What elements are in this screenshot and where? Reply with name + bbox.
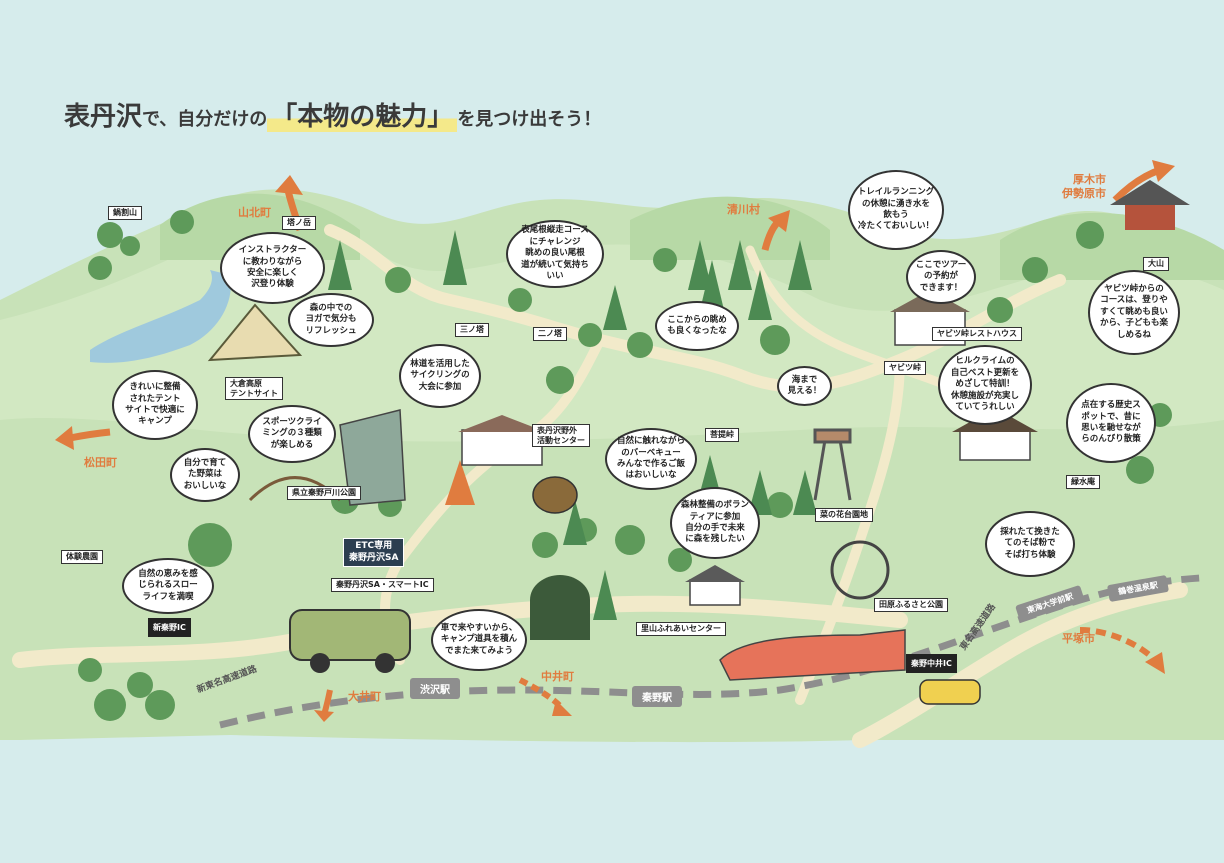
- town-oi: 大井町: [348, 690, 381, 703]
- title-highlight: 「本物の魅力」: [267, 102, 458, 132]
- bubble-hillclimb: ヒルクライムの 自己ベスト更新を めざして特訓！ 休憩施設が充実し ていてうれし…: [938, 345, 1032, 425]
- label-ookura-tentsite: 大倉高原 テントサイト: [225, 377, 283, 401]
- town-atsugi-isehara: 厚木市 伊勢原市: [1062, 173, 1106, 201]
- bubble-yabitsu-course: ヤビツ峠からの コースは、登りや すくて眺めも良い から、子どもも楽 しめるね: [1088, 270, 1180, 355]
- train-illustration: [719, 629, 906, 681]
- label-satoyama-center: 里山ふれあいセンター: [636, 622, 726, 636]
- railway: [219, 574, 1201, 729]
- bubble-climbing: インストラクター に教わりながら 安全に楽しく 沢登り体験: [220, 232, 325, 304]
- center-building: [458, 415, 546, 466]
- shrine: [1110, 180, 1190, 230]
- sign-shinhadano-ic: 新秦野IC: [148, 618, 191, 637]
- label-tahara-park: 田原ふるさと公園: [874, 598, 948, 612]
- label-oyama: 大山: [1143, 257, 1169, 271]
- bubble-ridge: 表尾根縦走コース にチャレンジ 眺めの良い尾根 道が続いて気持ち いい: [506, 220, 604, 288]
- label-tobeyama-park: 県立秦野戸川公園: [287, 486, 361, 500]
- title-part2: で、自分だけの: [142, 109, 268, 130]
- campfire-illustration: [445, 460, 475, 505]
- climbing-wall: [339, 409, 406, 506]
- tomei-road: [852, 582, 1188, 748]
- label-outdoor-center: 表丹沢野外 活動センター: [532, 424, 590, 448]
- bubble-tour: ここでツアー の予約が できます！: [906, 250, 976, 304]
- arrow-nakai-head: [552, 700, 572, 716]
- label-midorisuian: 緑水庵: [1066, 475, 1100, 489]
- arrow-kiyokawa-head: [768, 210, 790, 232]
- bubble-car: 車で来やすいから、 キャンプ道具を積ん でまた来てみよう: [431, 609, 527, 671]
- town-hiratsuka: 平塚市: [1062, 632, 1095, 645]
- bubble-cycling: 林道を活用した サイクリングの 大会に参加: [399, 344, 481, 408]
- sign-etc-bottom: 秦野丹沢SA: [349, 552, 399, 563]
- bubble-camp: きれいに整備 されたテント サイトで快適に キャンプ: [112, 370, 198, 440]
- tunnel-illustration: [530, 575, 590, 640]
- label-yabitsu-touge: ヤビツ峠: [884, 361, 926, 375]
- bubble-slowlife: 自然の恵みを感 じられるスロー ライフを満喫: [122, 558, 214, 614]
- bubble-soba: 採れたて挽きた てのそば粉で そば打ち体験: [985, 511, 1075, 577]
- label-sa-smart-ic: 秦野丹沢SA・スマートIC: [331, 578, 434, 592]
- label-bodai-touge: 菩提峠: [705, 428, 739, 442]
- town-nakai: 中井町: [541, 670, 574, 683]
- hill-2: [630, 196, 830, 260]
- town-kiyokawa: 清川村: [727, 203, 760, 216]
- town-matsuda: 松田町: [84, 456, 117, 469]
- arrow-atsugi-head: [1152, 160, 1175, 182]
- bubble-yoga: 森の中での ヨガで気分も リフレッシュ: [288, 293, 374, 347]
- label-tonodake: 塔ノ岳: [282, 216, 316, 230]
- arrow-hiratsuka: [1079, 627, 1158, 663]
- arrow-nakai: [518, 677, 565, 711]
- label-ninotou: 二ノ塔: [533, 327, 567, 341]
- water-wheel: [830, 540, 890, 600]
- label-nanohanadai: 菜の花台園地: [815, 508, 873, 522]
- label-sannotou: 三ノ塔: [455, 323, 489, 337]
- bubble-vegetables: 自分で育て た野菜は おいしいな: [170, 448, 240, 502]
- bubble-history: 点在する歴史ス ポットで、昔に 思いを馳せなが らのんびり散策: [1066, 383, 1156, 463]
- sign-etc-top: ETC専用: [355, 541, 393, 551]
- title-part4: を見つけ出そう！: [457, 109, 602, 130]
- label-nabewariyama: 鍋割山: [108, 206, 142, 220]
- small-car-illustration: [919, 679, 981, 705]
- bubble-volunteer: 森林整備のボラン ティアに参加 自分の手で未来 に森を残したい: [670, 487, 760, 559]
- trail-main: [324, 224, 1066, 393]
- page-title: 表丹沢で、自分だけの「本物の魅力」を見つけ出そう！: [64, 96, 601, 133]
- label-taiken-nouen: 体験農園: [61, 550, 103, 564]
- title-part1: 表丹沢: [64, 102, 143, 132]
- sign-hadanonakai-ic: 秦野中井IC: [906, 654, 957, 673]
- bubble-bbq: 自然に触れながら のバーベキュー みんなで作るご飯 はおいしいな: [605, 428, 697, 490]
- town-yamakita: 山北町: [238, 206, 271, 219]
- arrow-yamakita-head: [275, 175, 303, 195]
- bubble-trailrun: トレイルランニング の休憩に湧き水を 飲もう 冷たくておいしい！: [848, 170, 944, 250]
- satoyama-house: [685, 565, 745, 606]
- tent-illustration: [207, 303, 303, 362]
- label-yabitsu-resthouse: ヤビツ峠レストハウス: [932, 327, 1022, 341]
- cooking-pot: [532, 476, 578, 514]
- river: [90, 270, 231, 363]
- arrow-oi-head: [314, 710, 334, 722]
- bubble-view: ここからの眺め も良くなったな: [655, 301, 739, 351]
- car-illustration: [289, 609, 411, 673]
- sign-etc: ETC専用 秦野丹沢SA: [343, 538, 405, 568]
- observation-tower: [813, 428, 852, 501]
- bubble-sea: 海まで 見える！: [777, 366, 832, 406]
- station-hadano: 秦野駅: [632, 686, 682, 707]
- arrow-hiratsuka-head: [1145, 652, 1165, 674]
- arrow-matsuda-head: [55, 426, 74, 450]
- station-shibusawa: 渋沢駅: [410, 678, 460, 699]
- bubble-sportclimb: スポーツクライ ミングの３種類 が楽しめる: [248, 405, 336, 463]
